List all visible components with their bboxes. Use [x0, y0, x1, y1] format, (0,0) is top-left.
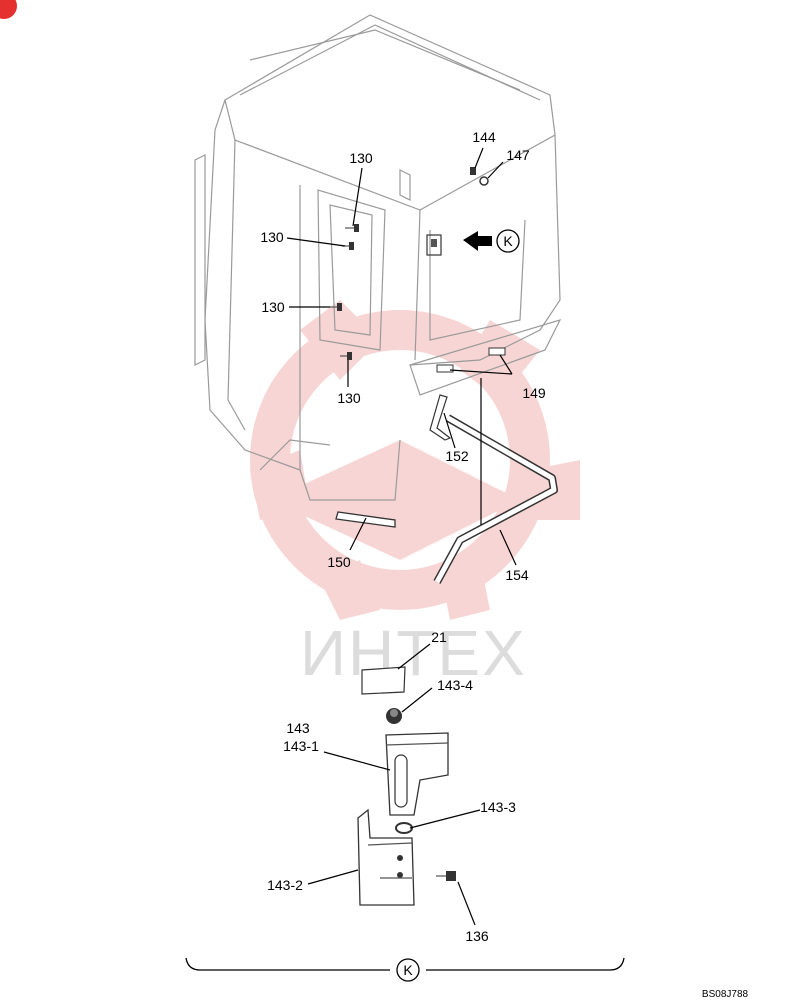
- callout-143-1: 143-1: [283, 738, 319, 754]
- detail-k-label: K: [403, 962, 413, 978]
- clip-143-3-icon: [395, 822, 413, 834]
- callout-144: 144: [472, 129, 496, 145]
- drawing-ref: BS08J788: [702, 989, 749, 1000]
- callout-130-b: 130: [260, 229, 284, 245]
- callout-130-c: 130: [261, 299, 285, 315]
- view-k-circle: [496, 229, 520, 253]
- grommet-143-4-icon: [386, 708, 402, 724]
- corner-badge-icon: [0, 0, 17, 19]
- bolt-130-a-icon: [345, 224, 359, 232]
- washer-147-icon: [479, 176, 489, 186]
- callout-143: 143: [286, 720, 310, 736]
- callout-147: 147: [506, 147, 530, 163]
- watermark-text: ИНТЕХ: [300, 617, 527, 689]
- callout-21: 21: [431, 629, 447, 645]
- leader-lines: [286, 147, 517, 926]
- seal-152: [429, 394, 452, 441]
- callout-150: 150: [327, 554, 351, 570]
- detail-k-circle: [396, 958, 420, 982]
- callout-149: 149: [522, 385, 546, 401]
- view-k-label: K: [503, 233, 513, 249]
- callout-143-3: 143-3: [480, 799, 516, 815]
- cab-frame: [194, 14, 562, 501]
- bracket-143-2: [357, 808, 415, 906]
- label-21: [361, 666, 406, 695]
- callout-130-d: 130: [337, 390, 361, 406]
- callout-154: 154: [505, 567, 529, 583]
- bolt-144-icon: [470, 167, 476, 175]
- clip-149-icon: [436, 347, 506, 373]
- detail-brace: [185, 957, 625, 971]
- callout-143-4: 143-4: [437, 677, 473, 693]
- callout-152: 152: [445, 448, 469, 464]
- hinge-mount: [426, 234, 442, 256]
- callout-136: 136: [465, 928, 489, 944]
- callout-143-2: 143-2: [267, 877, 303, 893]
- bolt-130-d-icon: [340, 352, 352, 360]
- bracket-143-1: [385, 732, 449, 816]
- bolt-130-c-icon: [330, 303, 342, 311]
- bolt-136-icon: [436, 871, 456, 881]
- seal-154: [433, 414, 558, 584]
- view-k-arrow-icon: [463, 231, 492, 251]
- callout-130-a: 130: [349, 150, 373, 166]
